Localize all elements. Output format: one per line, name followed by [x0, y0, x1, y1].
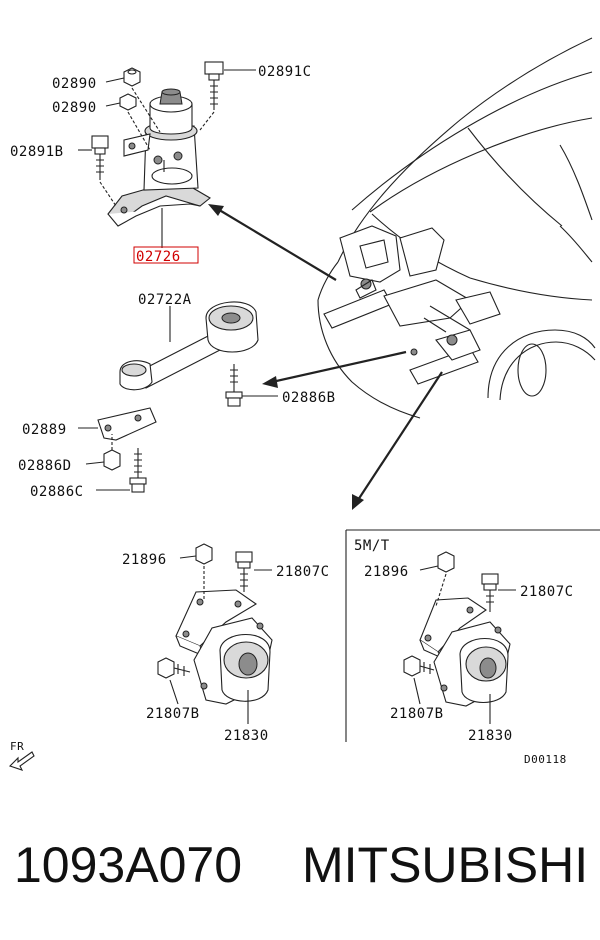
label-02726: 02726 — [136, 249, 181, 265]
bolt-02886c-icon — [96, 448, 147, 493]
part-number: 1093A070 — [14, 837, 243, 893]
label-21807c-left: 21807C — [276, 564, 330, 580]
nut-21896-right-icon — [419, 551, 455, 607]
label-02886d: 02886D — [18, 458, 72, 474]
label-21830-right: 21830 — [468, 728, 513, 744]
label-21807b-left: 21807B — [146, 706, 200, 722]
parts-diagram: 02890 02890 02891C 02891B 02726 02722A 0… — [8, 37, 600, 771]
label-front: FR — [10, 740, 24, 753]
label-02890-top: 02890 — [52, 76, 97, 92]
front-direction-arrow-icon — [8, 751, 35, 771]
label-02886c: 02886C — [30, 484, 84, 500]
bracket-02889 — [78, 407, 157, 441]
transmission-mount-left — [175, 589, 273, 705]
label-21830-left: 21830 — [224, 728, 269, 744]
label-figure-code: D00118 — [524, 753, 567, 766]
nut-02890-lower-icon — [105, 93, 151, 151]
bolt-02886b-icon — [225, 364, 278, 407]
bolt-21807b-left-icon — [157, 657, 191, 705]
nut-02890-top-icon — [105, 67, 161, 133]
upper-engine-mount-02726 — [107, 88, 211, 227]
bolt-21807c-left-icon — [235, 551, 272, 592]
label-21807c-right: 21807C — [520, 584, 574, 600]
label-21896-left: 21896 — [122, 552, 167, 568]
nut-21896-left-icon — [179, 543, 213, 600]
torque-rod-02722a — [119, 301, 259, 391]
label-02889: 02889 — [22, 422, 67, 438]
label-variant-5mt: 5M/T — [354, 538, 390, 554]
label-02891b: 02891B — [10, 144, 64, 160]
car-body-outline — [317, 37, 596, 419]
label-21896-right: 21896 — [364, 564, 409, 580]
brand-name: MITSUBISHI — [302, 837, 589, 893]
bolt-21807c-right-icon — [481, 573, 516, 612]
engine-bay-frame — [323, 225, 501, 385]
transmission-mount-right — [419, 597, 511, 707]
bolt-02891c-icon — [199, 61, 256, 131]
label-21807b-right: 21807B — [390, 706, 444, 722]
label-02886b: 02886B — [282, 390, 336, 406]
bolt-02891b-icon — [78, 135, 117, 207]
label-02722a: 02722A — [138, 292, 192, 308]
footer: 1093A070 MITSUBISHI — [0, 828, 600, 928]
label-02726-highlight-box — [133, 246, 199, 264]
bolt-21807b-right-icon — [403, 655, 435, 705]
bolt-02886d-icon — [85, 434, 121, 471]
label-02891c: 02891C — [258, 64, 312, 80]
label-02890-lower: 02890 — [52, 100, 97, 116]
pointer-arrows — [208, 204, 443, 510]
